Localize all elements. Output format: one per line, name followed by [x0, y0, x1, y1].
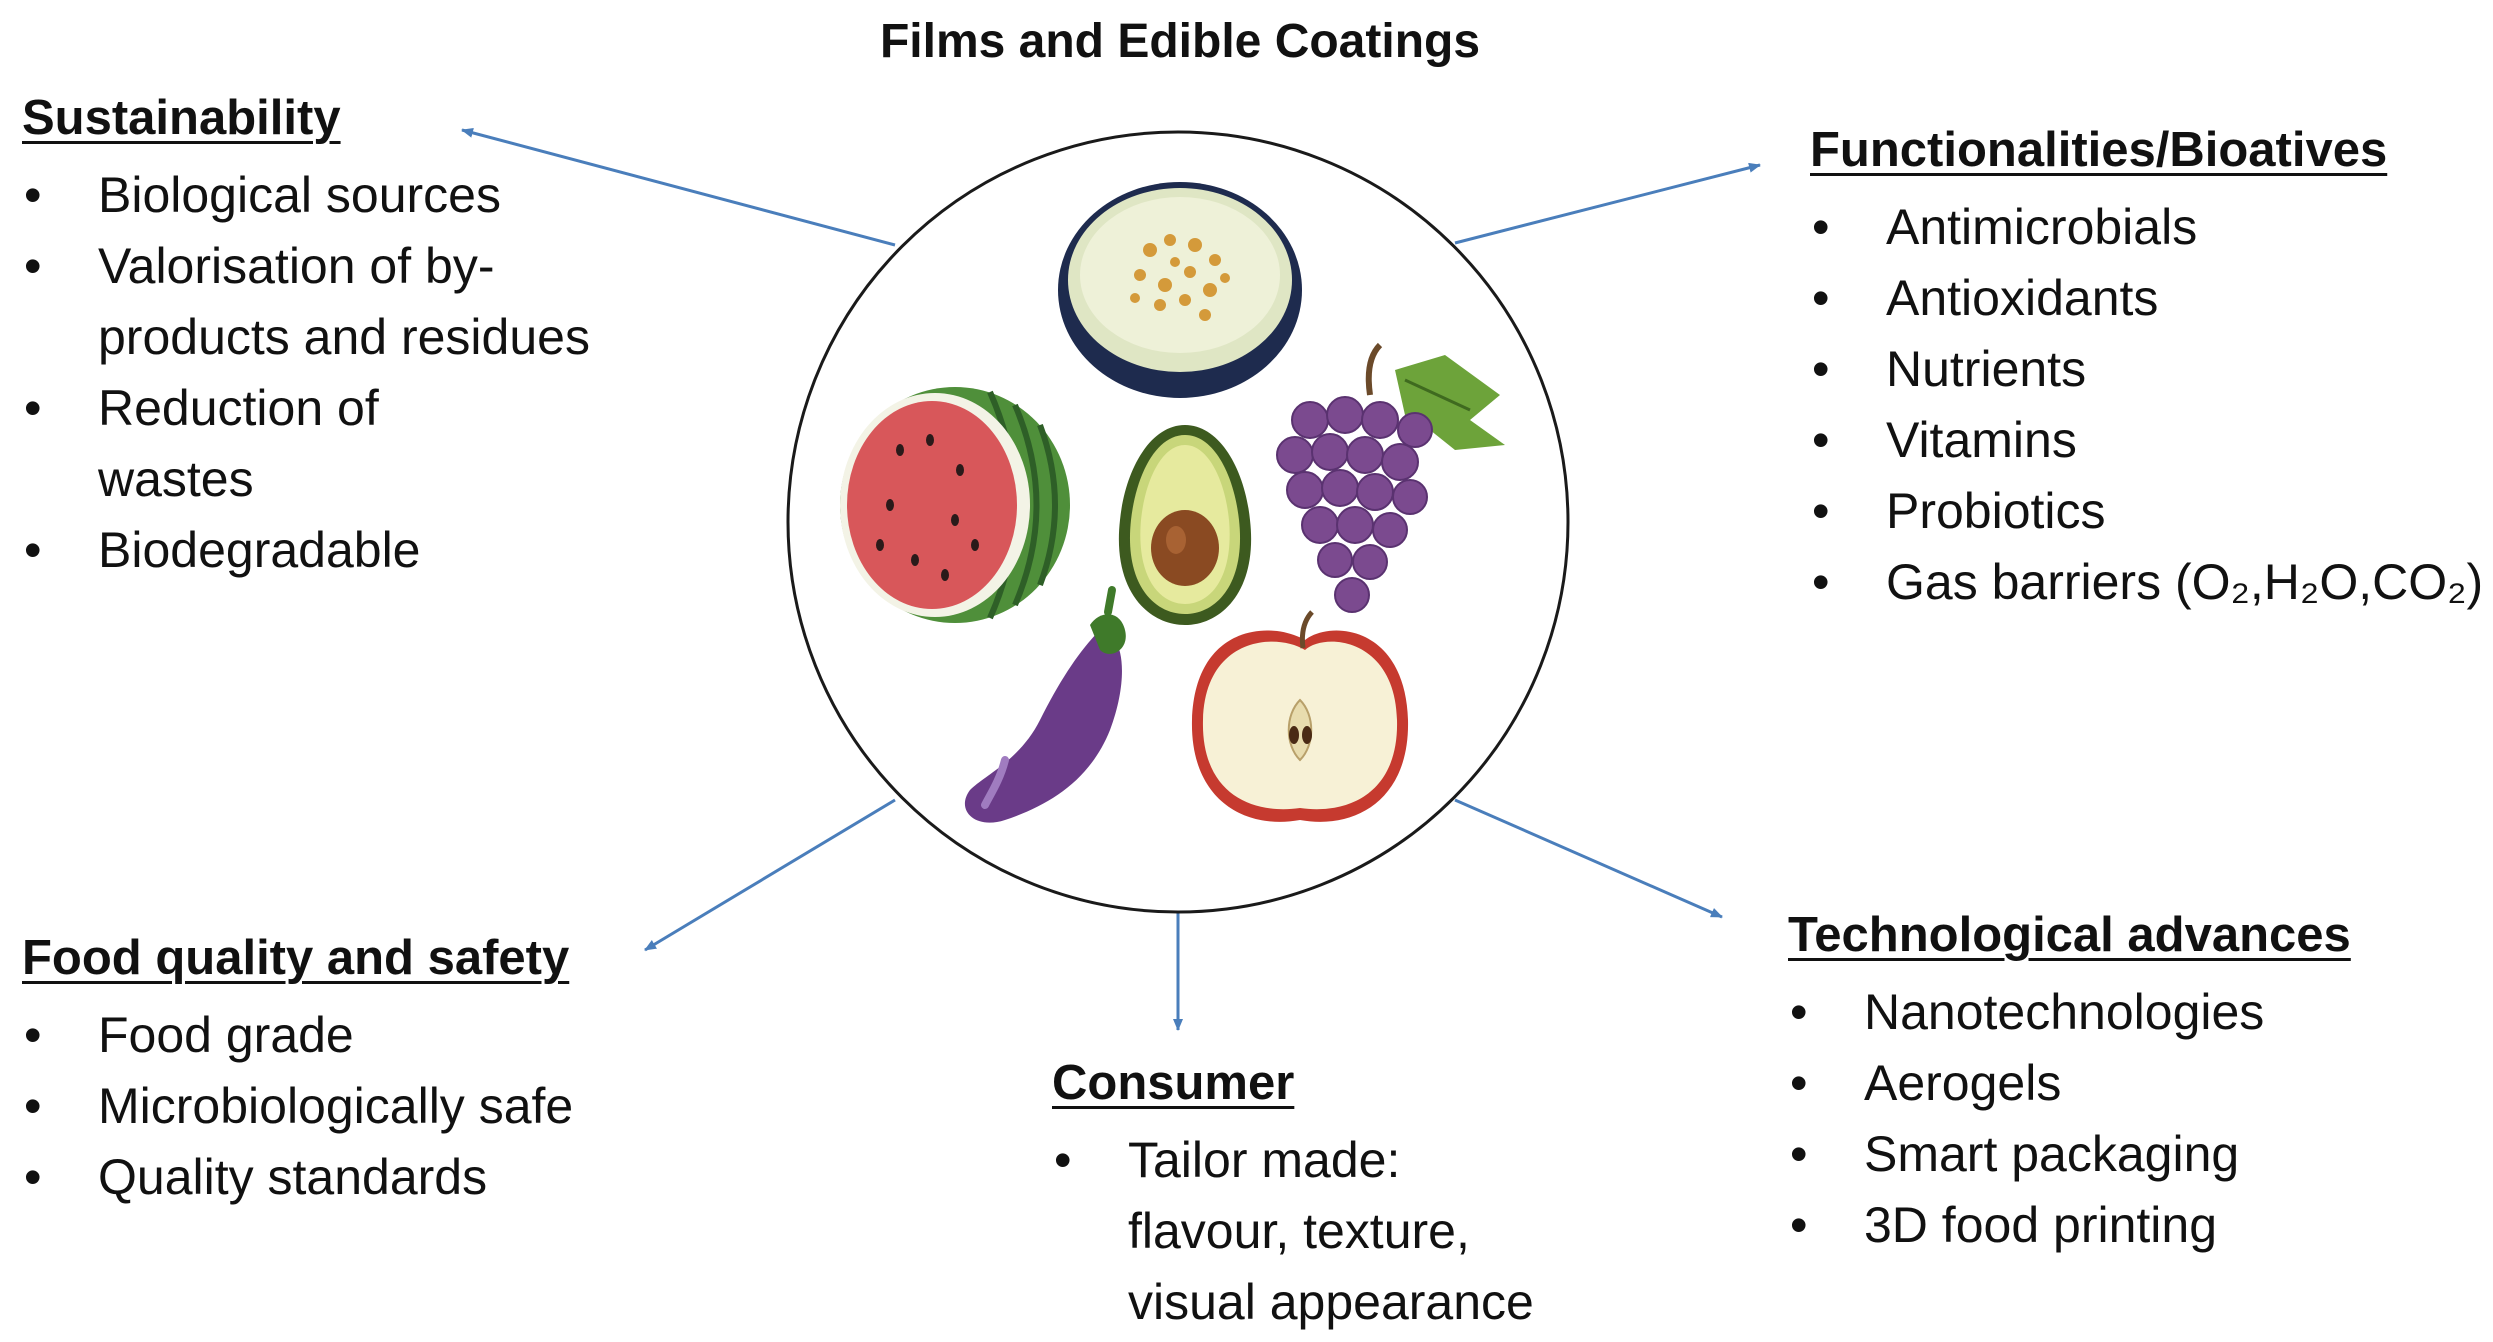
diagram-title: Films and Edible Coatings: [879, 15, 1481, 68]
arrows: [461, 127, 1761, 1031]
avocado-half-icon: [1118, 425, 1252, 625]
list-item: Nanotechnologies: [1788, 977, 2351, 1048]
technological-list: Nanotechnologies Aerogels Smart packagin…: [1788, 977, 2351, 1261]
consumer-list: Tailor made: flavour, texture, visual ap…: [1052, 1125, 1534, 1338]
list-item: Biological sources: [22, 160, 590, 231]
functionalities-list: Antimicrobials Antioxidants Nutrients Vi…: [1810, 192, 2483, 618]
arrow-to-functionalities: [1454, 162, 1761, 245]
list-item: Food grade: [22, 1000, 573, 1071]
list-item: Biodegradable: [22, 515, 590, 586]
list-item: Probiotics: [1810, 476, 2483, 547]
sustainability-section: Sustainability Biological sources Valori…: [22, 90, 590, 586]
list-item: Vitamins: [1810, 405, 2483, 476]
sustainability-list: Biological sources Valorisation of by- p…: [22, 160, 590, 586]
list-item: Antimicrobials: [1810, 192, 2483, 263]
list-item: Smart packaging: [1788, 1119, 2351, 1190]
functionalities-section: Functionalities/Bioatives Antimicrobials…: [1810, 122, 2483, 618]
eggplant-icon: [964, 586, 1126, 823]
list-item: Aerogels: [1788, 1048, 2351, 1119]
technological-heading: Technological advances: [1788, 908, 2351, 962]
sustainability-heading: Sustainability: [22, 91, 341, 145]
list-item: Microbiologically safe: [22, 1071, 573, 1142]
consumer-section: Consumer Tailor made: flavour, texture, …: [1052, 1055, 1534, 1338]
list-item: Gas barriers (O₂,H₂O,CO₂): [1810, 547, 2483, 618]
functionalities-heading: Functionalities/Bioatives: [1810, 123, 2388, 177]
food-quality-section: Food quality and safety Food grade Micro…: [22, 930, 573, 1213]
list-item: 3D food printing: [1788, 1190, 2351, 1261]
food-quality-heading: Food quality and safety: [22, 931, 570, 985]
list-item: Nutrients: [1810, 334, 2483, 405]
technological-section: Technological advances Nanotechnologies …: [1788, 907, 2351, 1261]
watermelon-half-icon: [840, 387, 1070, 623]
arrow-to-technological: [1454, 798, 1723, 919]
list-item: Reduction of wastes: [22, 373, 590, 515]
list-item: Valorisation of by- products and residue…: [22, 231, 590, 373]
list-item: Antioxidants: [1810, 263, 2483, 334]
consumer-heading: Consumer: [1052, 1056, 1295, 1110]
food-quality-list: Food grade Microbiologically safe Qualit…: [22, 1000, 573, 1213]
apple-half-icon: [1191, 610, 1409, 822]
melon-half-icon: [1058, 182, 1302, 398]
list-item: Tailor made: flavour, texture, visual ap…: [1052, 1125, 1534, 1338]
arrow-to-sustainability: [461, 127, 896, 247]
list-item: Quality standards: [22, 1142, 573, 1213]
grapes-icon: [1276, 342, 1505, 613]
arrow-to-food-quality: [644, 798, 896, 952]
